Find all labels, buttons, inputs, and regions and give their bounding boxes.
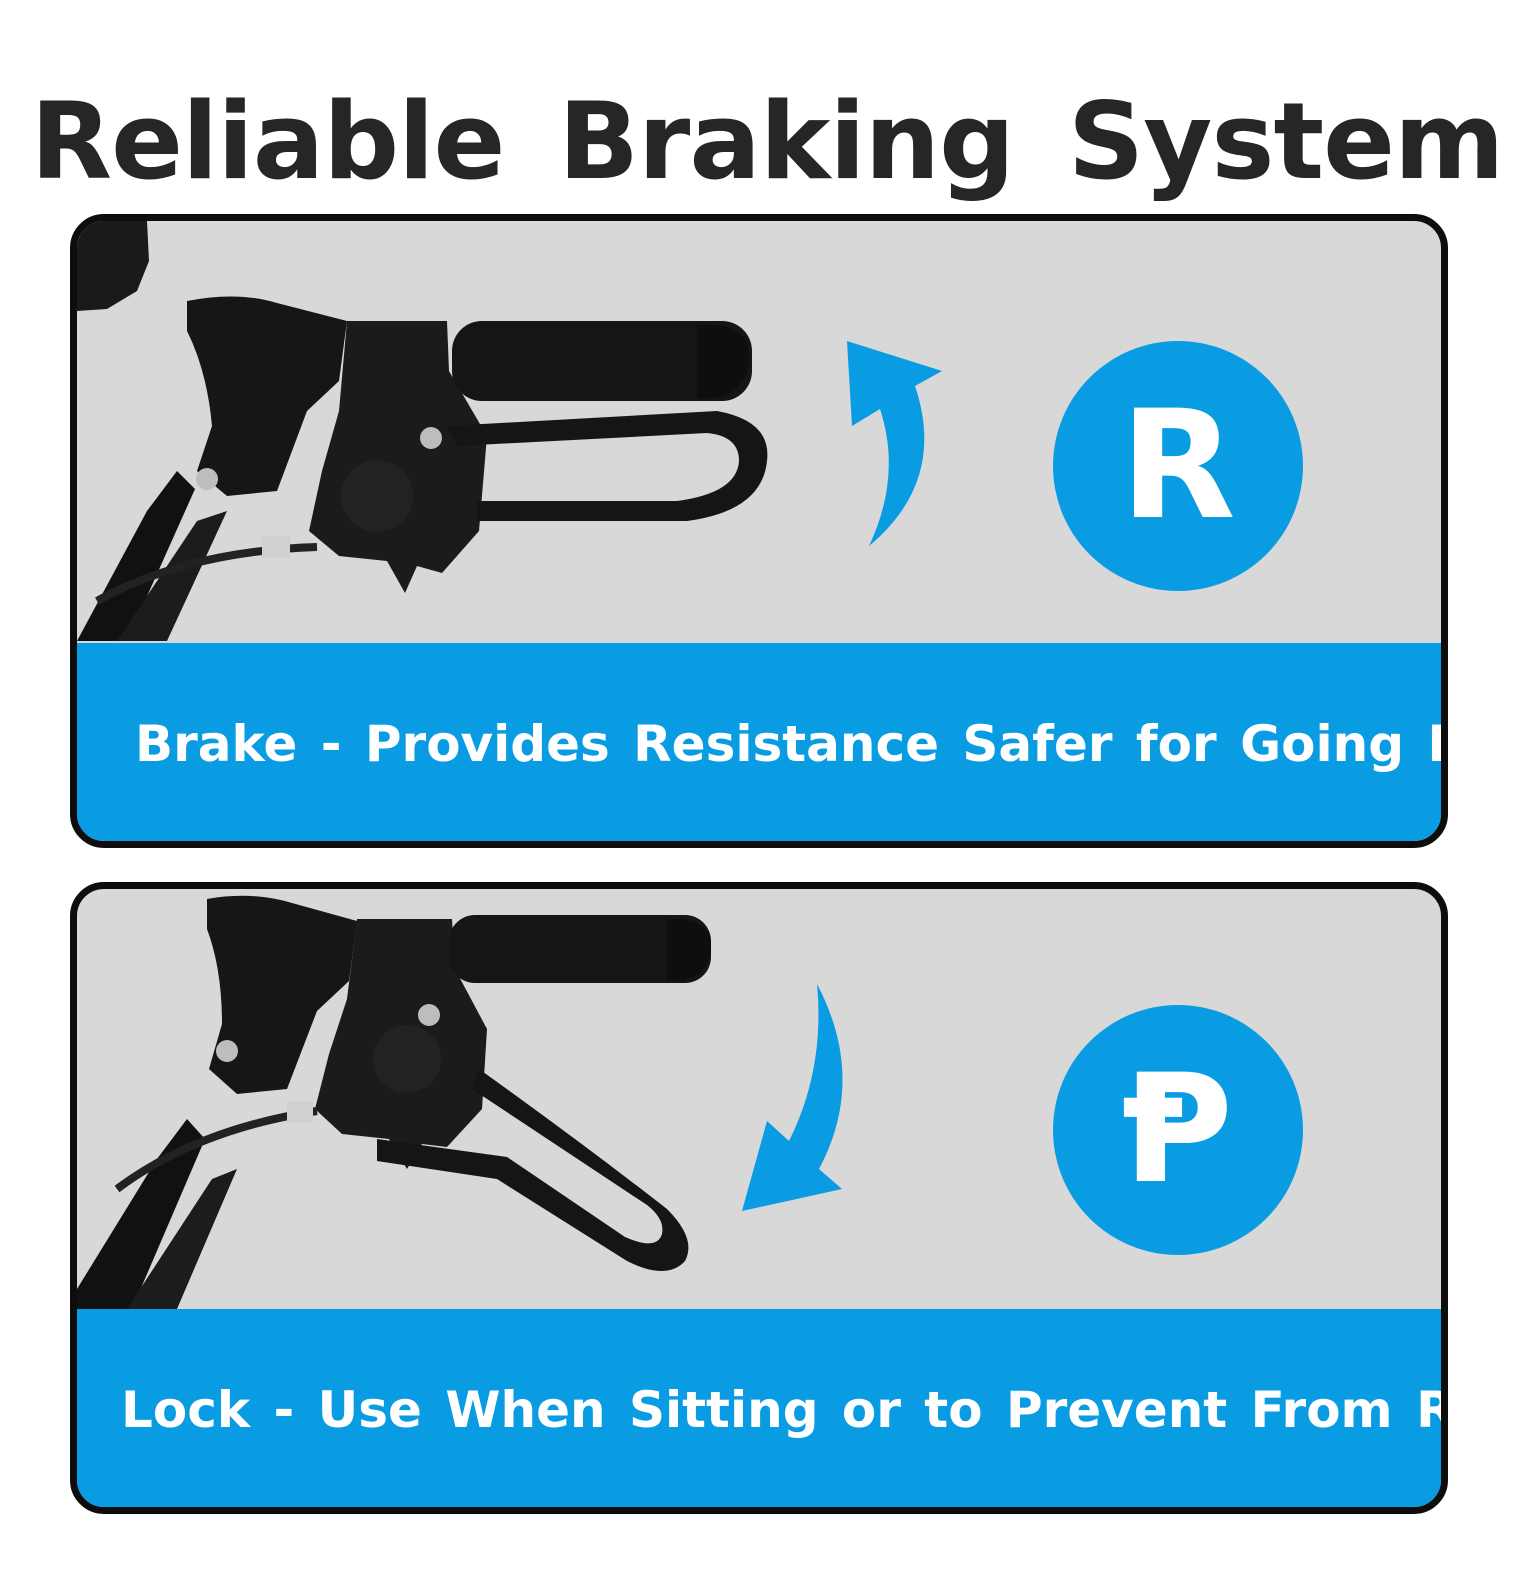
lock-badge: Ᵽ <box>1053 1005 1303 1255</box>
curved-down-arrow-icon <box>742 984 843 1211</box>
brake-badge: R <box>1053 341 1303 591</box>
brake-caption-band: Brake - Provides Resistance Safer for Go… <box>77 643 1441 841</box>
page-title: Reliable Braking System <box>30 80 1505 203</box>
lock-handle-illustration <box>77 895 843 1309</box>
curved-up-arrow-icon <box>847 341 942 546</box>
brake-caption: Brake - Provides Resistance Safer for Go… <box>135 715 1441 773</box>
lock-panel: Ᵽ Lock - Use When Sitting or to Prevent … <box>70 882 1448 1514</box>
lock-caption: Lock - Use When Sitting or to Prevent Fr… <box>121 1381 1441 1439</box>
lock-caption-band: Lock - Use When Sitting or to Prevent Fr… <box>77 1309 1441 1507</box>
brake-handle-illustration <box>77 221 942 641</box>
brake-panel: R Brake - Provides Resistance Safer for … <box>70 214 1448 848</box>
